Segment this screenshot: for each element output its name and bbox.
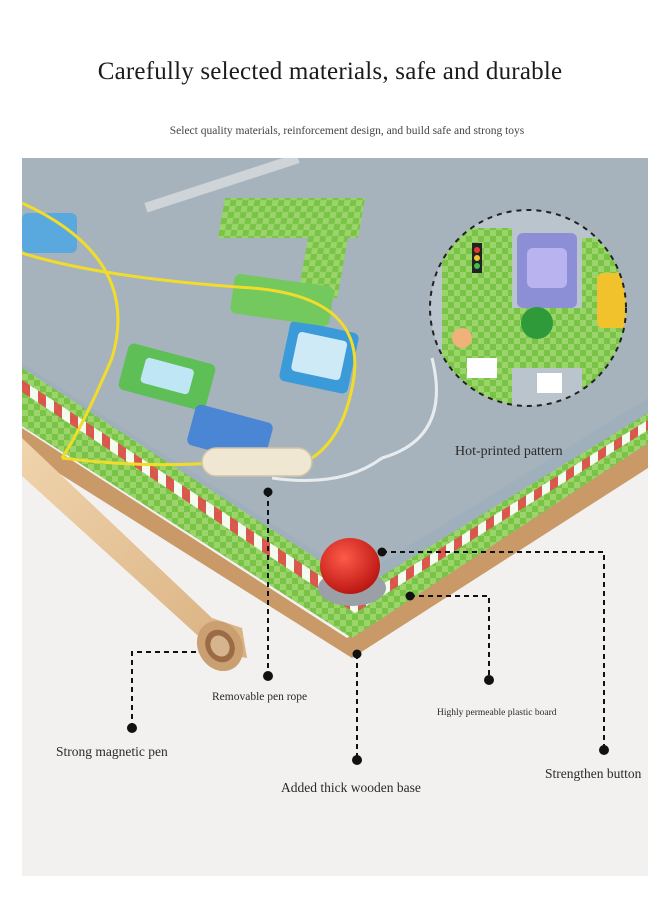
strengthen-button	[318, 538, 386, 606]
maze-board-illustration	[22, 158, 648, 876]
label-hot-printed-pattern: Hot-printed pattern	[455, 444, 563, 459]
label-wooden-base: Added thick wooden base	[281, 780, 421, 795]
magnetic-pen	[22, 438, 247, 672]
pattern-zoom-inset	[429, 209, 627, 407]
pen-rope	[22, 201, 357, 467]
label-strengthen-button: Strengthen button	[545, 766, 642, 781]
wooden-base-edge	[22, 428, 648, 658]
page-title: Carefully selected materials, safe and d…	[97, 58, 563, 85]
label-magnetic-pen: Strong magnetic pen	[56, 744, 168, 759]
product-photo	[22, 158, 648, 876]
label-removable-pen-rope: Removable pen rope	[212, 691, 308, 703]
letter-tile-x	[118, 343, 216, 411]
page-subtitle: Select quality materials, reinforcement …	[169, 125, 525, 137]
letter-tile-t	[279, 320, 359, 394]
label-permeable-board: Highly permeable plastic board	[437, 708, 557, 718]
rope-clip	[201, 447, 313, 477]
